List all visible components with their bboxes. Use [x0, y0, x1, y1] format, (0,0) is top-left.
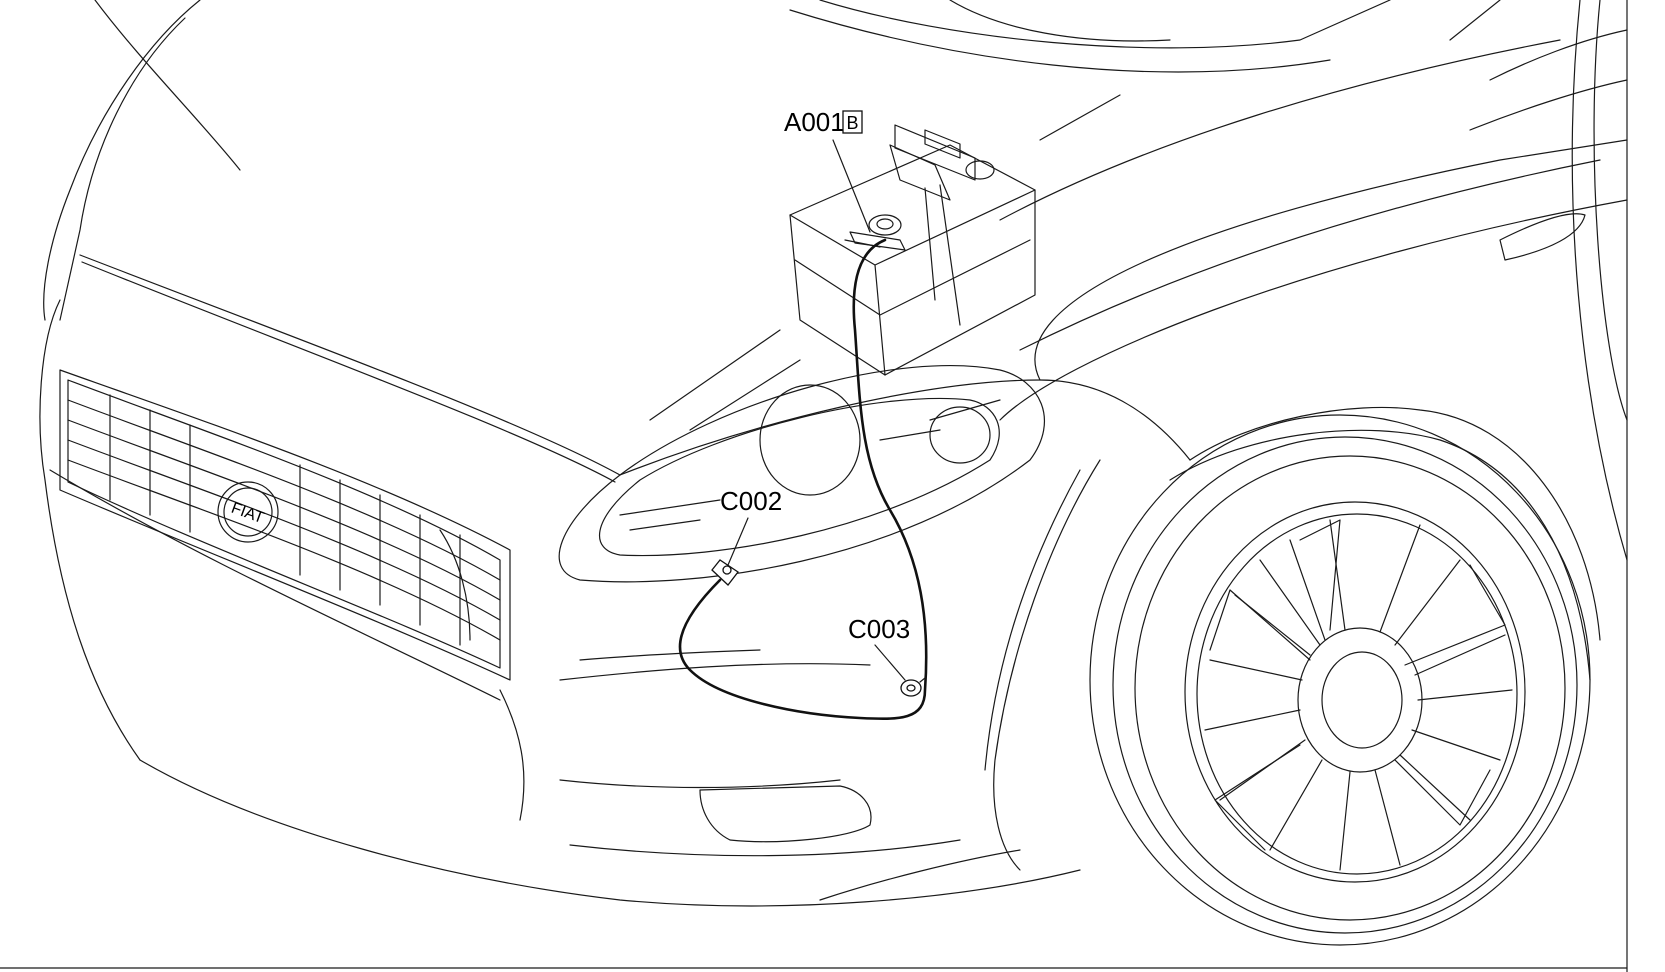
battery [789, 124, 1036, 376]
callout-c003-leader [874, 644, 906, 681]
callout-c002-leader [727, 517, 749, 566]
callout-a001-code: A001 [784, 107, 845, 137]
connector-c003-ring [900, 677, 926, 697]
fiat-badge: FIAT [217, 481, 279, 543]
callout-c003-code: C003 [848, 614, 910, 644]
callout-c002-code: C002 [720, 486, 782, 516]
car-body [39, 0, 1628, 907]
connector-c002-lug [711, 559, 739, 586]
front-grille [49, 369, 511, 701]
callout-c003: C003 [848, 614, 910, 681]
callout-c002: C002 [720, 486, 782, 566]
callout-a001-suffix: B [846, 113, 858, 133]
headlamp [558, 364, 1046, 583]
callout-a001: A001 B [784, 107, 871, 233]
front-wheel [1089, 414, 1591, 946]
callout-a001-suffix-box [842, 110, 863, 134]
fiat-badge-text: FIAT [229, 500, 266, 528]
ground-cable [678, 238, 928, 721]
callout-a001-leader [832, 139, 871, 233]
